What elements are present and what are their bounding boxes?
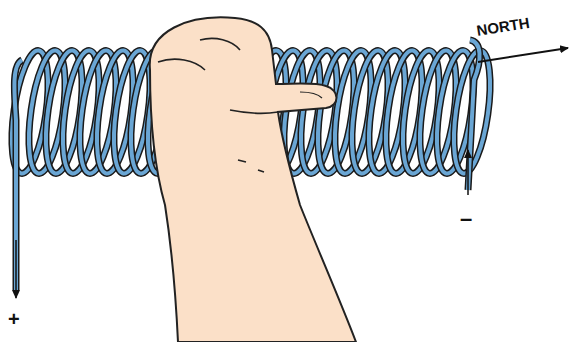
north-arrow — [478, 48, 568, 62]
current-arrow — [467, 150, 469, 195]
polarity-label: + — [8, 308, 20, 331]
direction-label: NORTH — [475, 14, 530, 39]
lead-wire — [468, 40, 480, 190]
polarity-label: – — [460, 206, 472, 232]
lead-wire — [468, 40, 480, 190]
thumb-detail — [300, 92, 322, 98]
current-arrow — [15, 240, 17, 298]
hand — [150, 17, 356, 342]
hand-detail — [158, 38, 278, 172]
